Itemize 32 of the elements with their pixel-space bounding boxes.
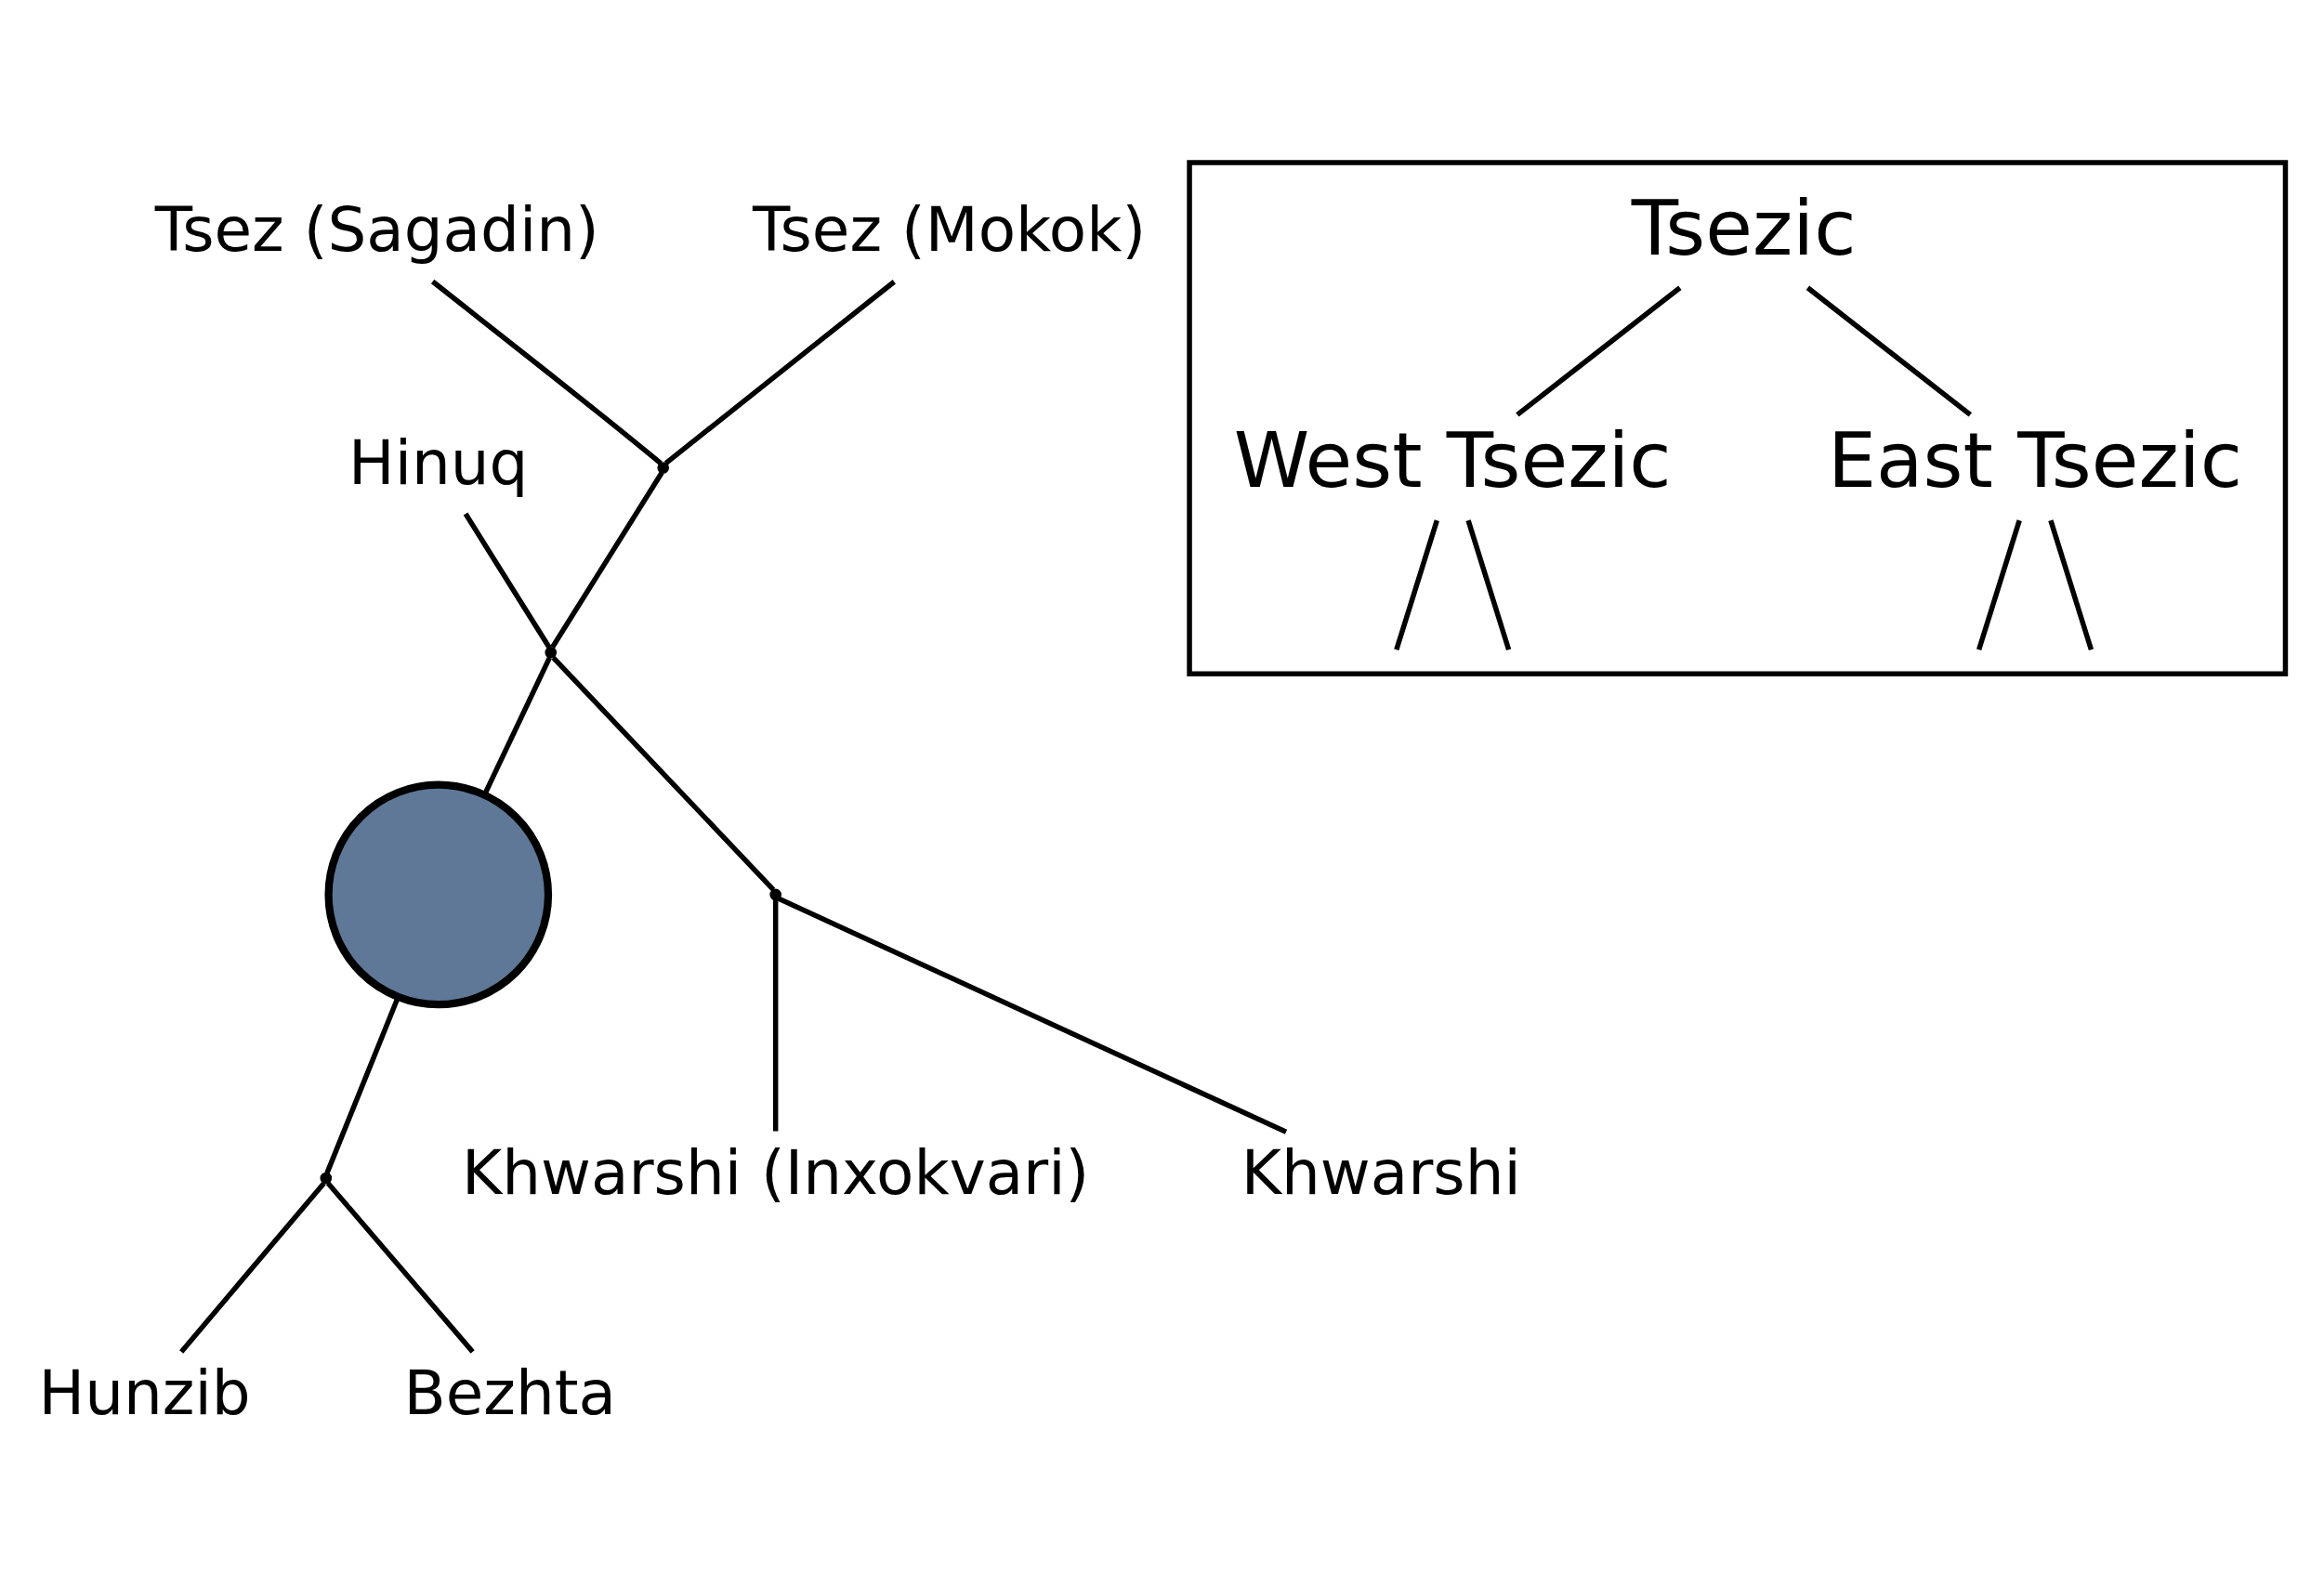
connector: [2048, 519, 2094, 651]
node-point: [769, 888, 781, 901]
connector: [1805, 285, 1973, 417]
node-point: [657, 462, 670, 474]
node-text: Khwarshi (Inxokvari): [462, 1137, 1090, 1210]
connector: [1516, 285, 1682, 417]
node-text: Tsez (Sagadin): [154, 194, 599, 267]
connector: [772, 900, 779, 1132]
connector: [777, 896, 1288, 1134]
cluster: [1187, 160, 2289, 677]
node-point: [320, 1172, 333, 1185]
node-text: East Tsezic: [1827, 415, 2243, 505]
node-text: Khwarshi: [1241, 1137, 1521, 1210]
node-text: Tsezic: [1631, 182, 1857, 272]
connector: [550, 470, 664, 649]
node-point: [545, 646, 558, 659]
node-text: Hinuq: [348, 426, 529, 499]
connector: [663, 280, 896, 465]
connector: [1976, 519, 2022, 651]
connector: [325, 1181, 475, 1354]
connector: [463, 512, 552, 649]
connector: [1394, 519, 1439, 651]
connector: [430, 279, 663, 465]
connector: [1465, 519, 1512, 651]
node-circle: [324, 780, 553, 1009]
node-text: Hunzib: [38, 1357, 251, 1429]
connector: [551, 656, 776, 892]
connector: [179, 1181, 326, 1354]
node-text: West Tsezic: [1233, 415, 1672, 505]
node-text: Tsez (Mokok): [753, 194, 1147, 267]
node-text: Bezhta: [403, 1357, 617, 1429]
connector: [482, 656, 552, 796]
